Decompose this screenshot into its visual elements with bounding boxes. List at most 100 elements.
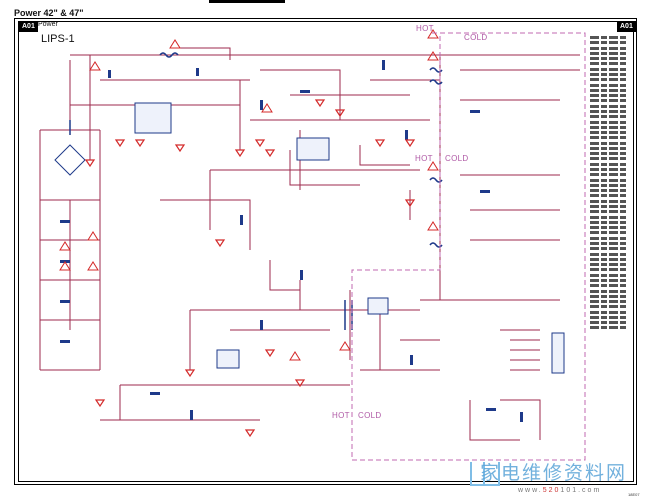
netlist-cell: [609, 51, 618, 55]
netlist-row: [590, 215, 630, 221]
netlist-cell: [590, 51, 599, 55]
netlist-cell: [620, 67, 626, 71]
netlist-cell: [590, 205, 599, 208]
netlist-cell: [601, 168, 607, 172]
wire: [299, 280, 420, 311]
netlist-cell: [609, 205, 618, 208]
netlist-cell: [601, 289, 607, 293]
netlist-row: [590, 278, 630, 284]
document-title: Power 42" & 47": [14, 8, 84, 18]
netlist-cell: [620, 247, 626, 251]
netlist-cell: [620, 315, 626, 319]
wire: [180, 47, 231, 60]
netlist-cell: [620, 305, 626, 309]
netlist-cell: [590, 152, 599, 156]
netlist-row: [590, 247, 630, 252]
netlist-cell: [609, 141, 618, 145]
netlist-cell: [601, 215, 607, 219]
netlist-row: [590, 257, 630, 263]
netlist-row: [590, 178, 630, 184]
wire: [260, 69, 341, 120]
netlist-row: [590, 62, 630, 67]
netlist-cell: [601, 247, 607, 251]
netlist-row: [590, 241, 630, 247]
netlist-row: [590, 146, 630, 152]
netlist-cell: [609, 215, 618, 219]
netlist-cell: [609, 268, 618, 272]
netlist-row: [590, 194, 630, 199]
netlist-cell: [601, 231, 607, 235]
netlist-row: [590, 115, 630, 120]
netlist-cell: [620, 152, 626, 156]
watermark-url: www.520101.com: [518, 487, 601, 494]
netlist-cell: [609, 300, 618, 304]
netlist-cell: [620, 231, 626, 235]
netlist-cell: [609, 162, 618, 166]
netlist-row: [590, 305, 630, 310]
netlist-cell: [601, 326, 607, 330]
netlist-cell: [620, 321, 626, 325]
netlist-row: [590, 131, 630, 136]
pfc-inductor: [159, 52, 179, 58]
zone-hot-bottom: HOT: [332, 411, 350, 420]
netlist-cell: [590, 78, 599, 82]
netlist-cell: [609, 226, 618, 230]
netlist-cell: [601, 162, 607, 166]
netlist-cell: [620, 46, 626, 50]
netlist-cell: [590, 236, 599, 240]
netlist-cell: [620, 157, 626, 161]
netlist-row: [590, 273, 630, 279]
netlist-cell: [609, 99, 618, 103]
netlist-row: [590, 252, 630, 258]
netlist-cell: [601, 305, 607, 309]
netlist-row: [590, 78, 630, 83]
netlist-cell: [620, 210, 626, 214]
netlist-cell: [609, 220, 618, 224]
netlist-cell: [590, 109, 599, 113]
zone-cold-mid: COLD: [445, 154, 469, 163]
netlist-cell: [620, 115, 626, 119]
netlist-cell: [590, 183, 599, 187]
netlist-cell: [590, 315, 599, 319]
netlist-cell: [609, 41, 618, 45]
watermark-logo-icon: [470, 462, 500, 486]
netlist-cell: [620, 146, 626, 150]
netlist-cell: [601, 183, 607, 187]
netlist-cell: [609, 241, 618, 245]
zone-cold-bottom: COLD: [358, 411, 382, 420]
netlist-cell: [609, 194, 618, 198]
netlist-cell: [620, 310, 626, 314]
regulator-ic: [367, 297, 389, 315]
sheet-frame-outer: [14, 18, 637, 485]
netlist-cell: [601, 263, 607, 267]
netlist-cell: [609, 178, 618, 182]
netlist-row: [590, 284, 630, 289]
netlist-cell: [609, 236, 618, 240]
netlist-cell: [601, 241, 607, 245]
netlist-cell: [590, 72, 599, 76]
netlist-cell: [590, 168, 599, 172]
netlist-cell: [590, 263, 599, 267]
isolation-boundary: [351, 32, 586, 461]
netlist-cell: [620, 57, 626, 61]
netlist-cell: [601, 321, 607, 325]
netlist-cell: [620, 257, 626, 261]
netlist-row: [590, 199, 630, 205]
netlist-cell: [590, 189, 599, 193]
netlist-cell: [620, 104, 626, 108]
netlist-cell: [590, 125, 599, 129]
netlist-row: [590, 36, 630, 41]
netlist-cell: [590, 231, 599, 235]
netlist-row: [590, 162, 630, 168]
netlist-row: [590, 83, 630, 89]
netlist-cell: [609, 263, 618, 267]
netlist-cell: [601, 120, 607, 124]
netlist-cell: [609, 36, 618, 39]
netlist-cell: [590, 67, 599, 71]
netlist-cell: [590, 83, 599, 87]
netlist-cell: [609, 83, 618, 87]
netlist-row: [590, 141, 630, 147]
netlist-cell: [601, 194, 607, 198]
netlist-cell: [609, 120, 618, 124]
